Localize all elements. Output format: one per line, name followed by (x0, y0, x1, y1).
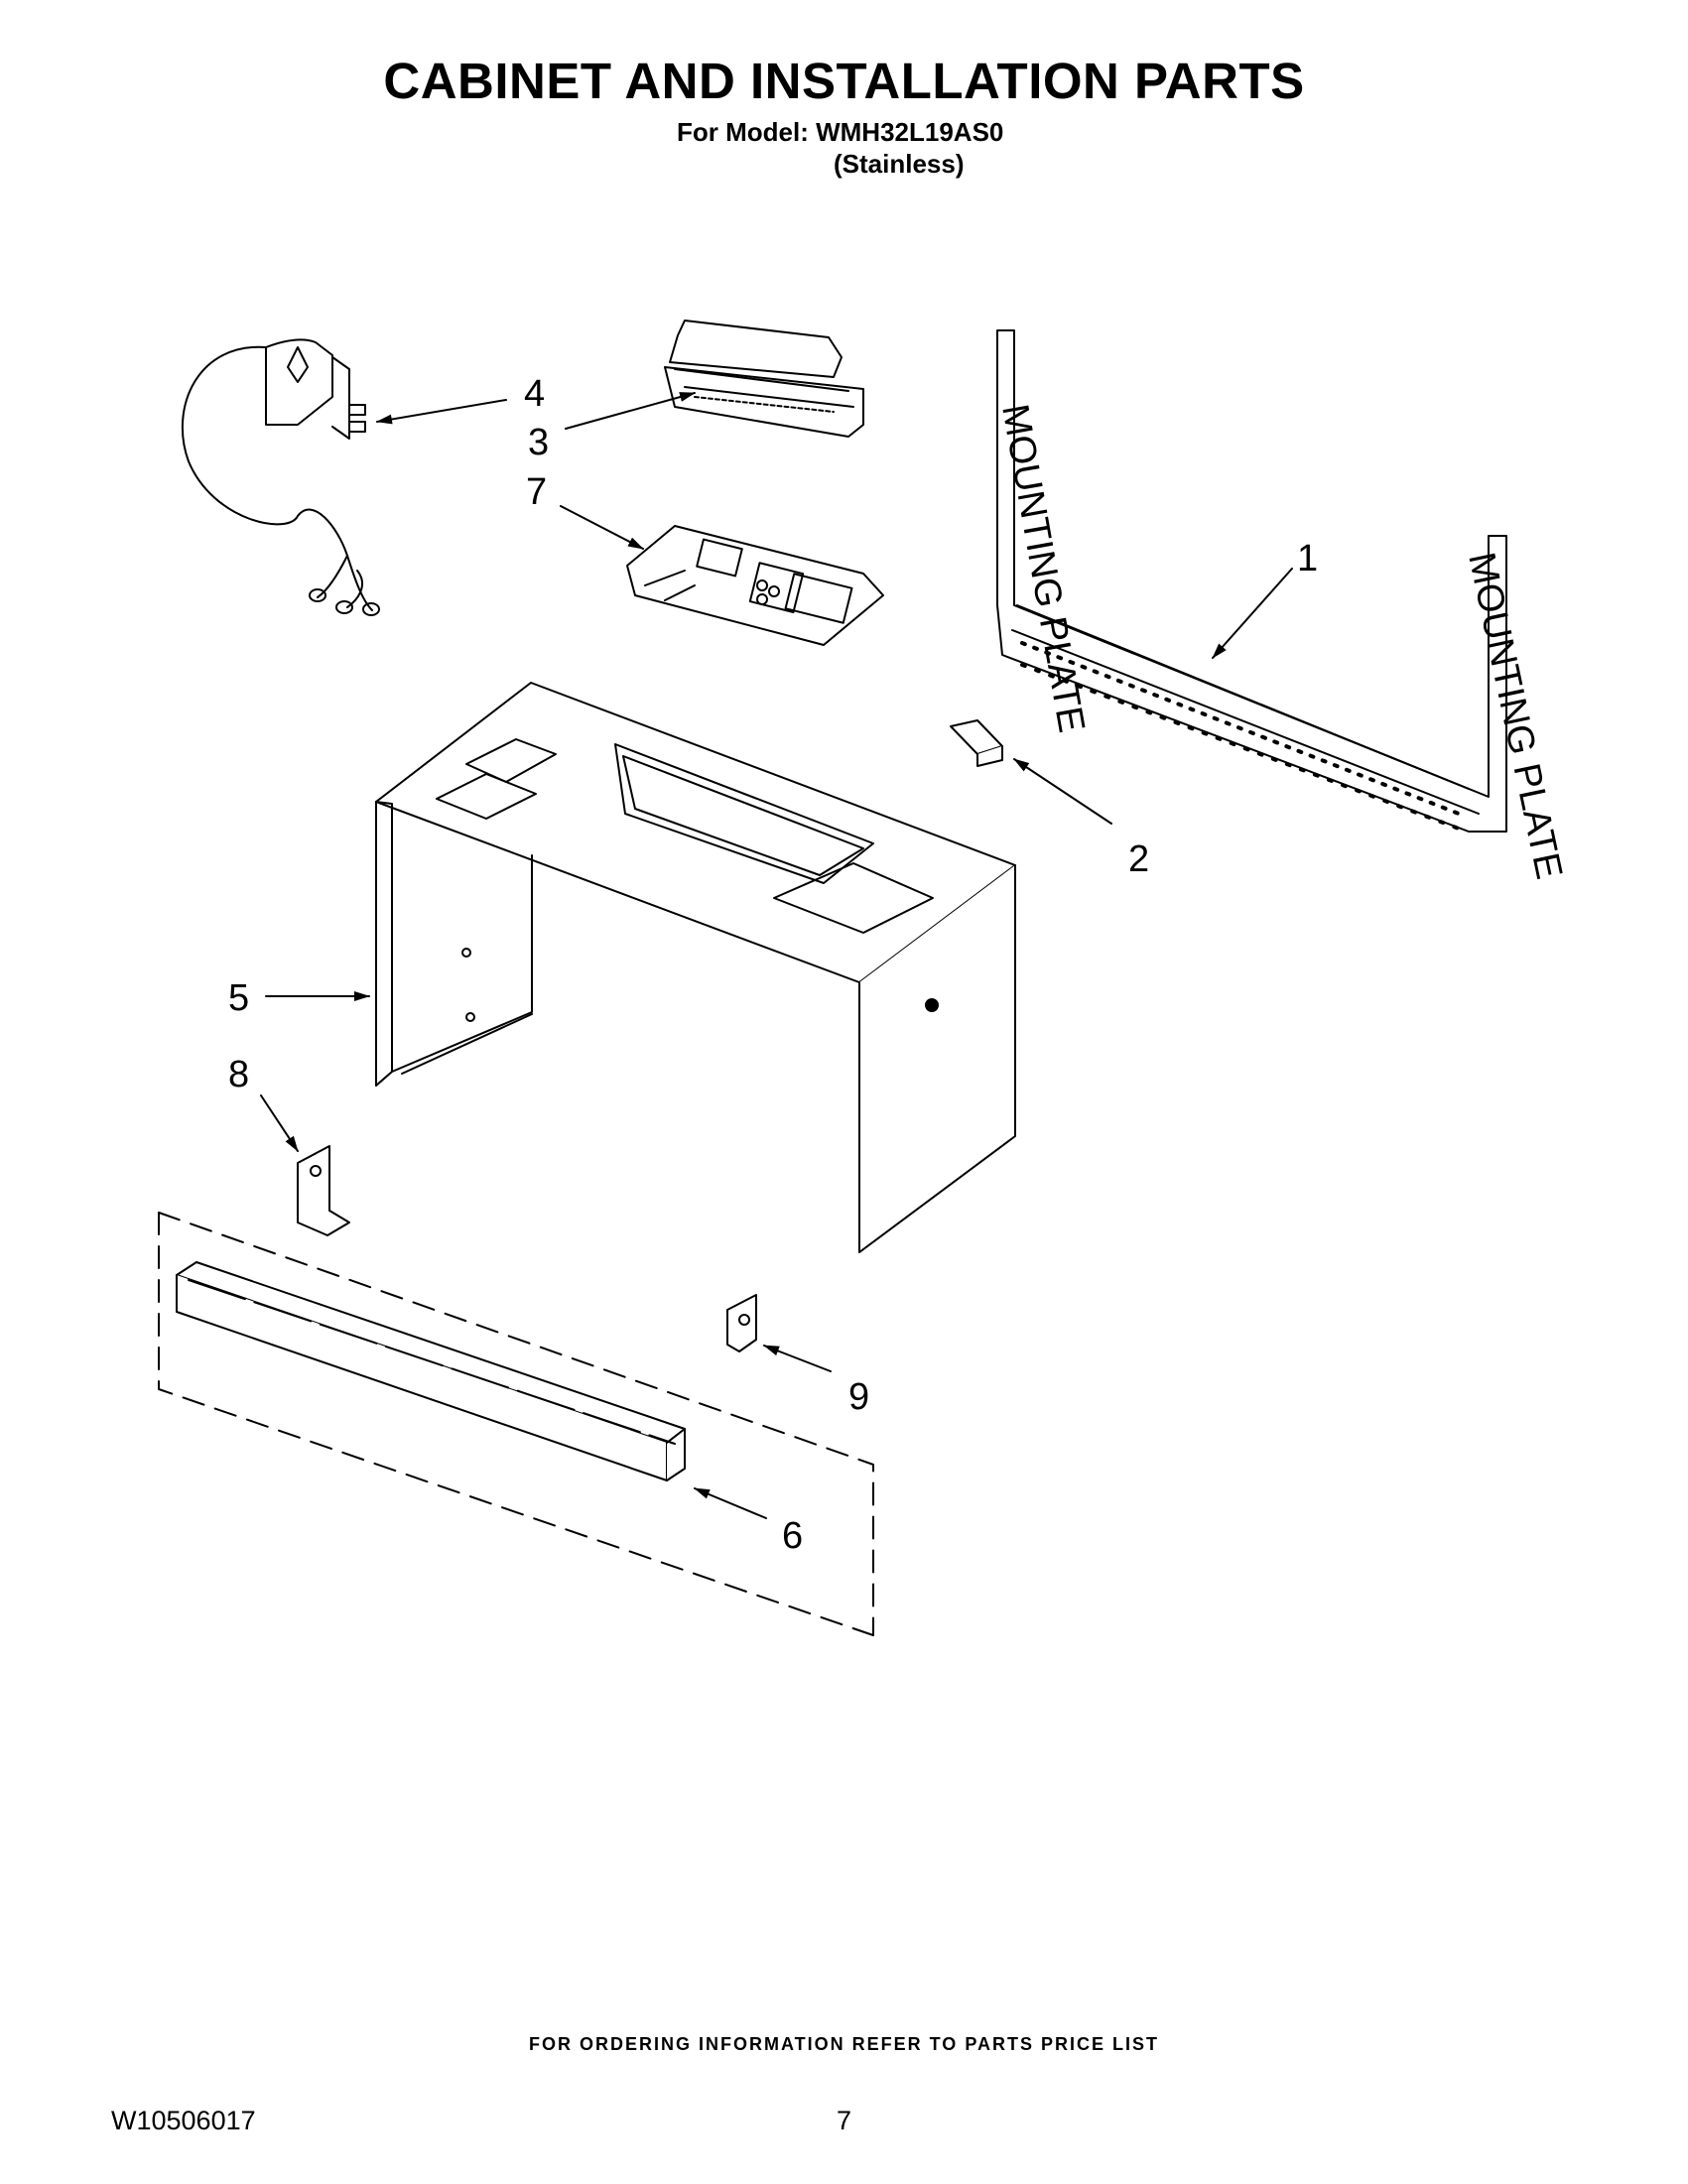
part-mounting-plate: MOUNTING PLATE MOUNTING PLATE (993, 329, 1570, 883)
callout-6: 6 (782, 1515, 803, 1557)
model-variant: (Stainless) (834, 149, 965, 179)
leader-4 (376, 399, 507, 425)
leader-7 (560, 505, 644, 550)
leader-3 (565, 392, 696, 430)
ordering-note: FOR ORDERING INFORMATION REFER TO PARTS … (528, 2034, 1159, 2054)
leader-9 (763, 1345, 832, 1372)
part-control-bracket (626, 525, 884, 646)
callout-4: 4 (524, 373, 545, 415)
page-number: 7 (836, 2106, 852, 2135)
callout-9: 9 (848, 1376, 869, 1418)
document-number: W10506017 (111, 2106, 256, 2135)
part-clip (950, 719, 1003, 767)
part-cabinet (375, 682, 1016, 1253)
part-bracket-right (726, 1294, 757, 1352)
callout-2: 2 (1128, 838, 1149, 880)
callout-8: 8 (228, 1054, 249, 1095)
part-bracket-left (297, 1145, 350, 1236)
trim-group-outline (158, 1212, 874, 1636)
leader-1 (1212, 568, 1293, 659)
part-vent-grille (176, 1261, 686, 1481)
part-top-plate (664, 320, 864, 438)
leader-6 (694, 1487, 767, 1519)
model-number: For Model: WMH32L19AS0 (677, 117, 1004, 147)
leader-8 (260, 1094, 299, 1152)
callout-3: 3 (528, 422, 549, 463)
callout-5: 5 (228, 977, 249, 1019)
mounting-plate-label-right: MOUNTING PLATE (1460, 549, 1570, 882)
page-title: CABINET AND INSTALLATION PARTS (383, 53, 1305, 109)
callout-1: 1 (1297, 538, 1318, 579)
leader-2 (1013, 758, 1112, 825)
part-power-cord (181, 338, 380, 616)
callout-7: 7 (526, 471, 547, 513)
